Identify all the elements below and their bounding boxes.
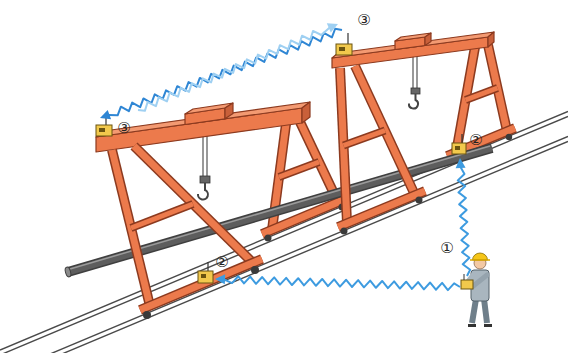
rail-line [0, 111, 568, 350]
signal-wave [224, 276, 460, 290]
crane-wheel [341, 228, 348, 235]
girder-face [96, 108, 302, 152]
girder-side [488, 32, 494, 47]
rail-line [0, 141, 568, 353]
crane-leg-frame [447, 45, 515, 163]
girder-top [332, 32, 494, 58]
worker-arm [472, 275, 487, 287]
crane-crossbar [131, 204, 193, 228]
callout-number: ② [469, 133, 482, 148]
signal-arrowhead [215, 274, 225, 284]
crane-wheel [251, 266, 259, 274]
hook-block [200, 176, 210, 183]
antenna [347, 33, 348, 44]
radio-signals [100, 23, 470, 290]
callout-number: ② [215, 255, 228, 270]
receiver-unit [336, 33, 352, 55]
worker [461, 253, 492, 327]
radio-signal [138, 23, 338, 110]
crane-hook [409, 57, 420, 109]
signal-arrowhead [456, 158, 466, 168]
crane-sill [338, 191, 425, 227]
hoist-cable [416, 57, 417, 88]
rails [0, 111, 568, 353]
girder-side [302, 102, 310, 123]
remote-controller [461, 280, 473, 289]
winch-side [425, 33, 431, 46]
receiver-panel [201, 274, 206, 278]
crane-girder [96, 102, 310, 152]
worker-shoe [468, 324, 476, 327]
girder-top [96, 102, 310, 137]
crane-crossbar [344, 131, 386, 146]
crane-wheel [265, 235, 272, 242]
antenna [464, 274, 465, 280]
crane-crossbar [344, 131, 386, 146]
antenna [461, 134, 462, 143]
worker-shoe [484, 324, 492, 327]
crane-hook [198, 136, 210, 200]
signal-wave [138, 28, 330, 111]
callout-number: ③ [117, 121, 130, 136]
helmet-brim [470, 259, 490, 261]
crane-crossbar [279, 162, 319, 177]
hoist-cable [206, 136, 207, 176]
signal-wave [458, 167, 470, 276]
winch-side [225, 103, 233, 119]
crane-crossbar [466, 88, 498, 100]
radio-signal [456, 158, 471, 276]
callout-number: ① [440, 241, 453, 256]
rail-line [0, 116, 568, 353]
crane-leg-frame [338, 66, 425, 235]
crane-sill [140, 259, 262, 310]
worker-leg [472, 299, 476, 323]
pipe-end [64, 267, 72, 278]
receiver-panel [99, 128, 105, 132]
receiver-panel [339, 47, 345, 51]
crane-sill [140, 259, 262, 310]
signal-arrowhead [100, 110, 111, 119]
crane-crossbar [279, 162, 319, 177]
hook [409, 94, 418, 109]
crane-leg-frame [262, 122, 348, 242]
receiver-box [198, 271, 213, 283]
crane-crossbar [466, 88, 498, 100]
hoist-cable [412, 57, 413, 88]
receiver-panel [455, 146, 460, 150]
receiver-unit [198, 262, 213, 283]
hoist-cable [202, 136, 203, 176]
hook [198, 183, 208, 200]
crane-crossbar [131, 204, 193, 228]
signal-arrowhead [327, 23, 338, 32]
crane-wheel [506, 134, 512, 140]
safety-helmet [473, 253, 488, 260]
signal-wave [108, 29, 342, 116]
radio-signal [100, 29, 342, 120]
receiver-box [96, 125, 112, 136]
callout-number: ③ [357, 13, 370, 28]
receiver-unit [452, 134, 466, 154]
antenna [207, 262, 208, 271]
crane-wheel [416, 197, 423, 204]
crane-sill [338, 191, 425, 227]
receiver-box [452, 143, 466, 154]
radio-signal [215, 274, 460, 290]
crane-girder [332, 32, 494, 68]
worker-leg [484, 299, 487, 323]
hook-block [411, 88, 420, 94]
crane-wheel [143, 311, 151, 319]
crane-leg-frame [112, 146, 262, 319]
receiver-box [336, 44, 352, 55]
